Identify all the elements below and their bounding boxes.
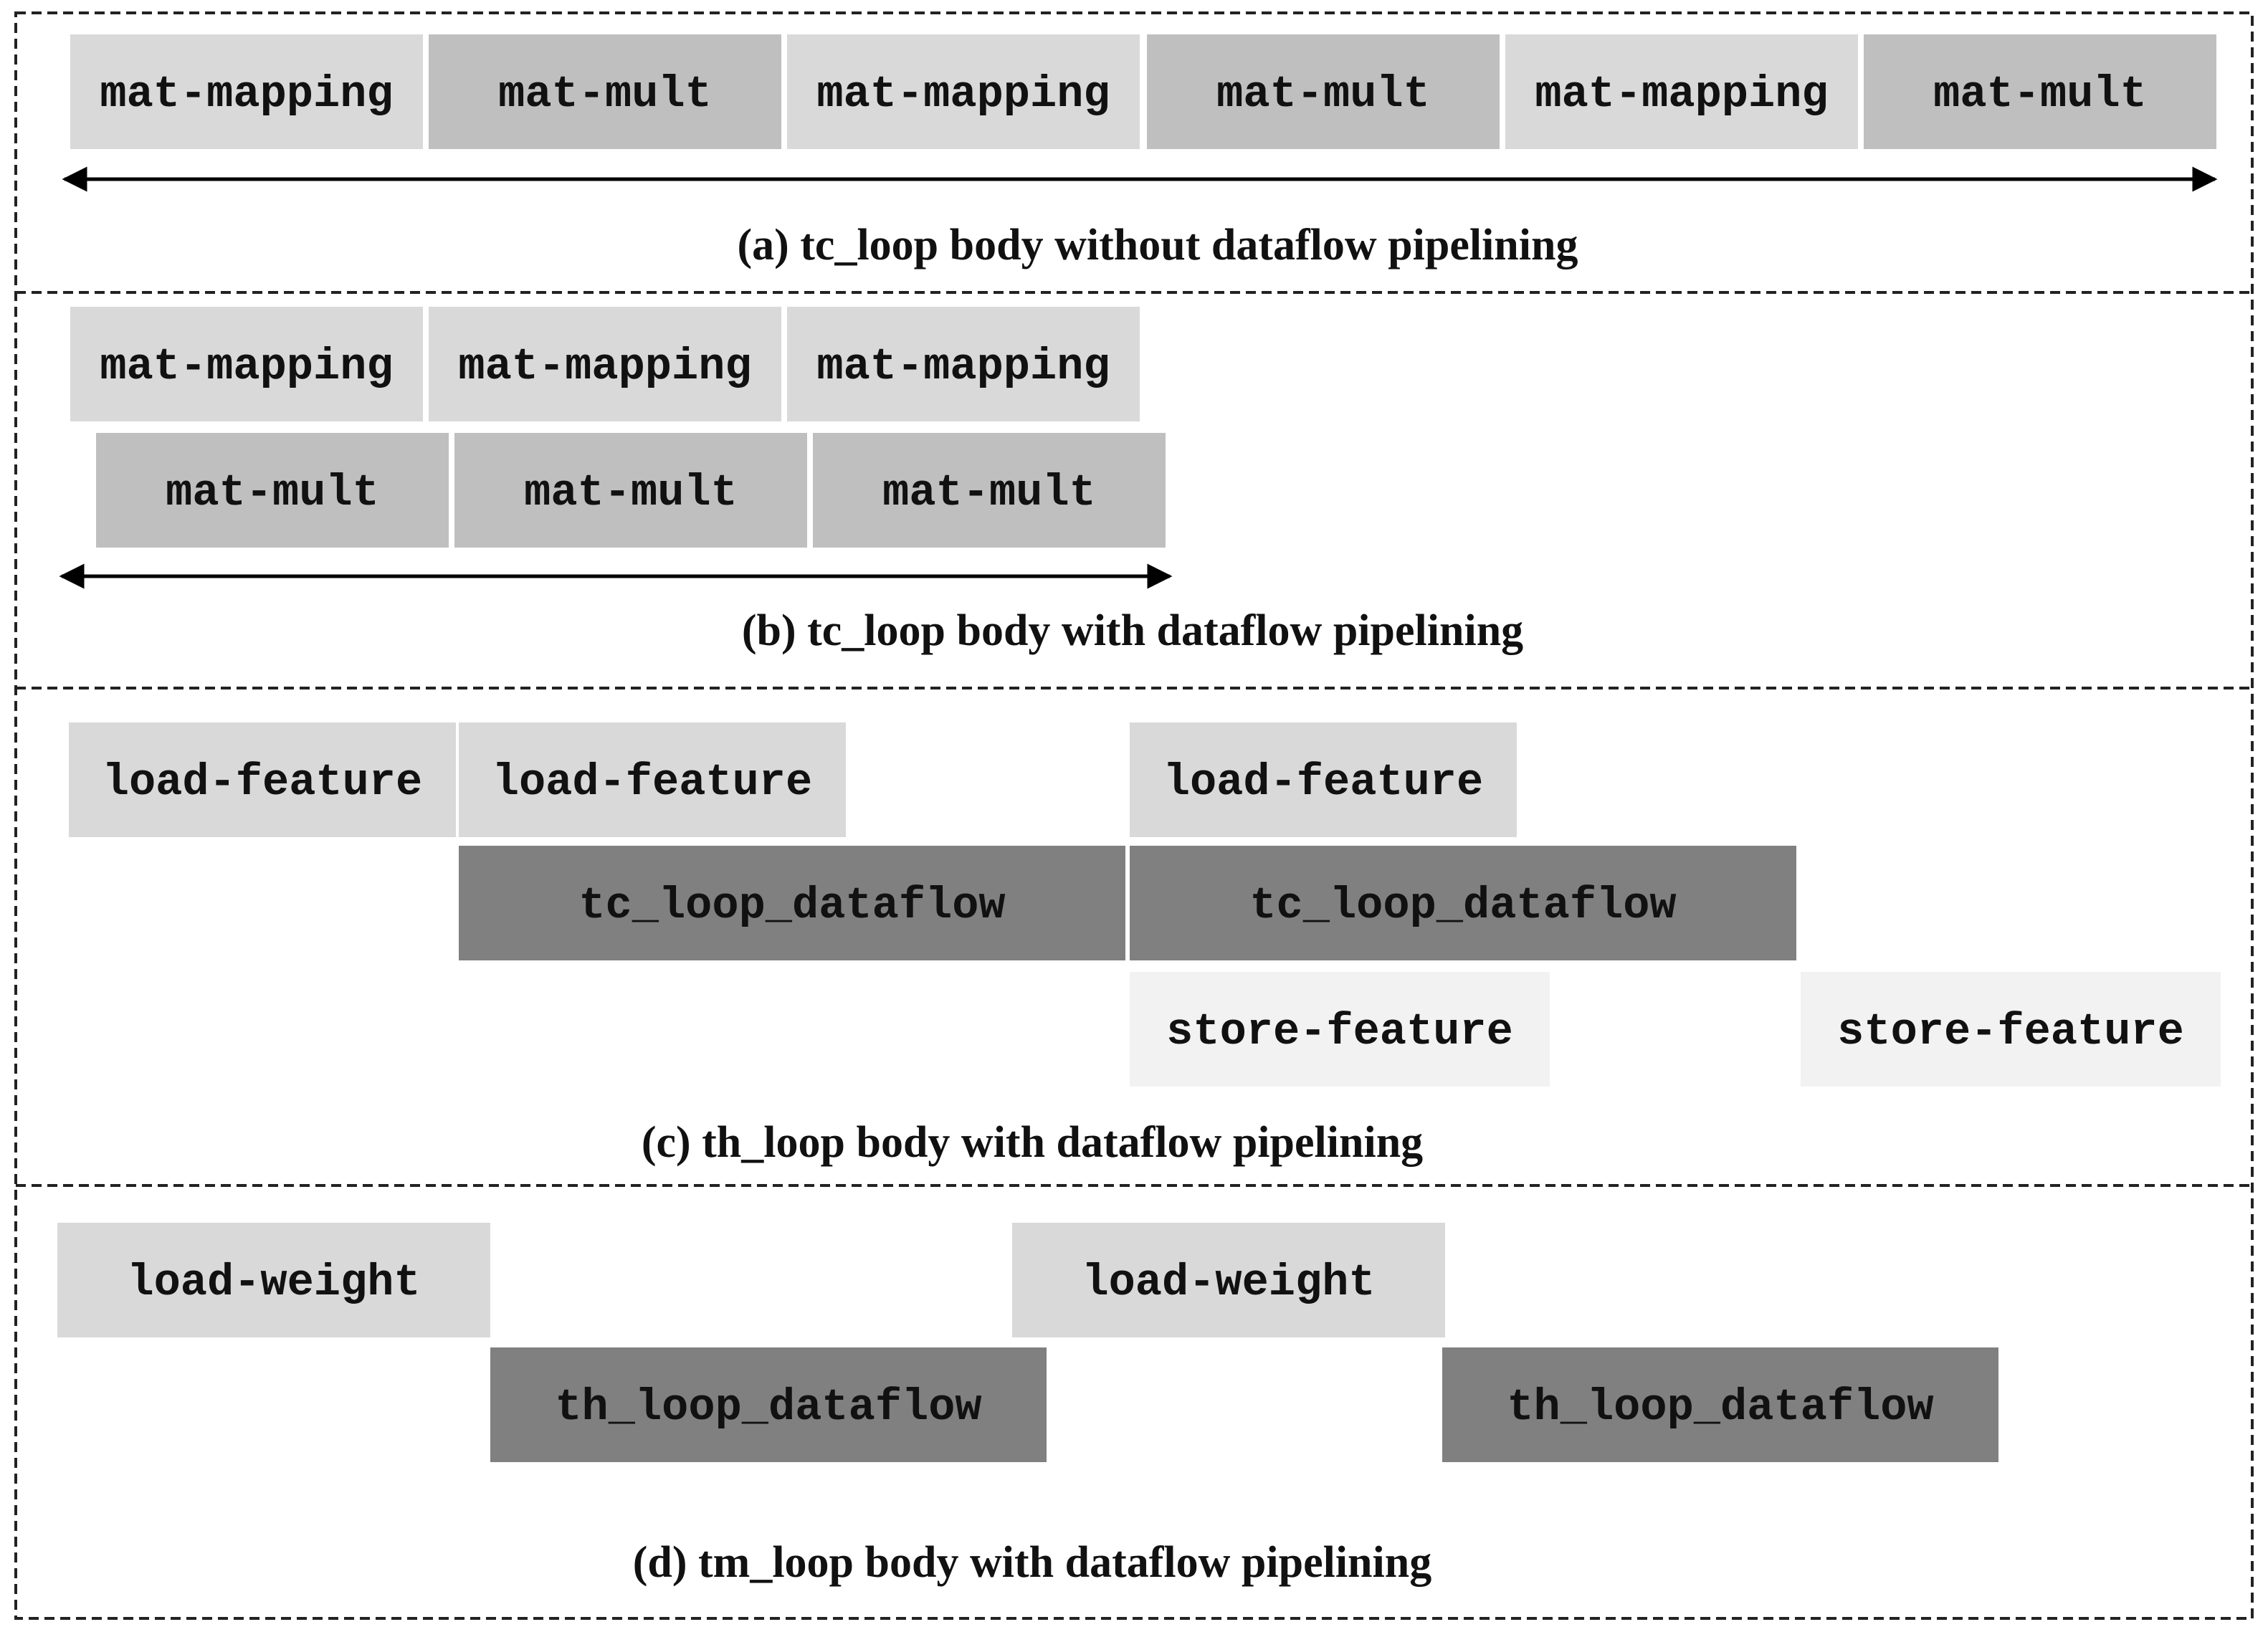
panel-c-caption: (c) th_loop body with dataflow pipelinin… [642,1118,1423,1167]
panel-d-blocks: load-weight load-weight th_loop_dataflow th… [57,1223,1998,1462]
block-mat-mult-label: mat-mult [1933,69,2147,120]
block-mat-mult-label: mat-mult [166,467,379,518]
block-mat-mult-label: mat-mult [524,467,738,518]
block-mat-mult-box [96,433,449,548]
block-tc-loop-dataflow: tc_loop_dataflow [459,846,1125,960]
block-store-feature-label: store-feature [1166,1006,1513,1057]
block-mat-mapping-label: mat-mapping [458,341,751,392]
panel-c-blocks: load-feature load-feature load-feature tc_l… [69,722,2221,1087]
panel-b-blocks: mat-mapping mat-mapping mat-mapping mat-mul… [70,307,1166,548]
block-th-loop-dataflow-label: th_loop_dataflow [555,1382,981,1433]
block-tc-loop-dataflow-box [459,846,1125,960]
panel-d-caption: (d) tm_loop body with dataflow pipelinin… [633,1538,1432,1587]
block-load-weight-label: load-weight [127,1257,420,1308]
block-mat-mapping-box [429,307,781,421]
block-load-feature-box [69,722,456,837]
block-load-weight: load-weight [57,1223,490,1337]
block-load-feature-box [1130,722,1517,837]
panel-a-blocks: mat-mapping mat-mult mat-mapping mat-mult ma… [70,34,2216,149]
block-mat-mult: mat-mult [96,433,449,548]
block-mat-mult-box [454,433,807,548]
block-tc-loop-dataflow: tc_loop_dataflow [1130,846,1796,960]
block-mat-mult-label: mat-mult [882,467,1096,518]
block-mat-mult-box [429,34,781,149]
block-mat-mapping-box [70,34,423,149]
block-mat-mapping: mat-mapping [787,34,1140,149]
block-mat-mult: mat-mult [1147,34,1500,149]
panel-c: load-feature load-feature load-feature tc_l… [69,722,2221,1167]
block-store-feature: store-feature [1130,972,1550,1087]
block-mat-mapping: mat-mapping [1505,34,1858,149]
block-mat-mult: mat-mult [1864,34,2216,149]
block-load-feature-box [459,722,846,837]
outer-frame [14,11,2254,1620]
block-mat-mult-label: mat-mult [498,69,712,120]
block-mat-mapping: mat-mapping [429,307,781,421]
panel-b: mat-mapping mat-mapping mat-mapping mat-mul… [59,307,1523,655]
block-tc-loop-dataflow-label: tc_loop_dataflow [578,880,1005,931]
block-mat-mapping-label: mat-mapping [816,341,1110,392]
block-tc-loop-dataflow-label: tc_loop_dataflow [1249,880,1676,931]
block-th-loop-dataflow-box [1442,1347,1998,1462]
block-mat-mapping: mat-mapping [787,307,1140,421]
block-th-loop-dataflow-box [490,1347,1047,1462]
block-load-weight-box [1012,1223,1445,1337]
block-mat-mult: mat-mult [813,433,1166,548]
block-mat-mapping-label: mat-mapping [1535,69,1828,120]
block-mat-mult-box [1147,34,1500,149]
block-load-feature-label: load-feature [1163,757,1483,808]
block-store-feature-box [1801,972,2221,1087]
block-mat-mapping: mat-mapping [70,34,423,149]
block-mat-mapping-box [787,34,1140,149]
block-load-feature: load-feature [69,722,456,837]
panel-a: mat-mapping mat-mult mat-mapping mat-mult ma… [62,34,2218,269]
block-mat-mult-label: mat-mult [1216,69,1430,120]
block-store-feature: store-feature [1801,972,2221,1087]
block-th-loop-dataflow-label: th_loop_dataflow [1507,1382,1933,1433]
block-store-feature-label: store-feature [1837,1006,2184,1057]
block-load-weight-label: load-weight [1082,1257,1375,1308]
block-mat-mult: mat-mult [454,433,807,548]
block-mat-mult: mat-mult [429,34,781,149]
block-th-loop-dataflow: th_loop_dataflow [1442,1347,1998,1462]
block-mat-mapping-label: mat-mapping [100,341,393,392]
block-load-weight-box [57,1223,490,1337]
block-mat-mapping-box [1505,34,1858,149]
block-load-weight: load-weight [1012,1223,1445,1337]
block-mat-mapping-box [787,307,1140,421]
block-load-feature-label: load-feature [492,757,812,808]
block-tc-loop-dataflow-box [1130,846,1796,960]
block-mat-mult-box [1864,34,2216,149]
block-store-feature-box [1130,972,1550,1087]
block-mat-mapping: mat-mapping [70,307,423,421]
panel-a-caption: (a) tc_loop body without dataflow pipeli… [737,221,1578,269]
block-mat-mapping-label: mat-mapping [100,69,393,120]
block-mat-mult-box [813,433,1166,548]
block-load-feature: load-feature [1130,722,1517,837]
block-load-feature: load-feature [459,722,846,837]
block-load-feature-label: load-feature [103,757,422,808]
block-mat-mapping-box [70,307,423,421]
block-th-loop-dataflow: th_loop_dataflow [490,1347,1047,1462]
panel-b-caption: (b) tc_loop body with dataflow pipelinin… [742,606,1523,655]
block-mat-mapping-label: mat-mapping [816,69,1110,120]
panel-d: load-weight load-weight th_loop_dataflow th… [57,1223,1998,1587]
